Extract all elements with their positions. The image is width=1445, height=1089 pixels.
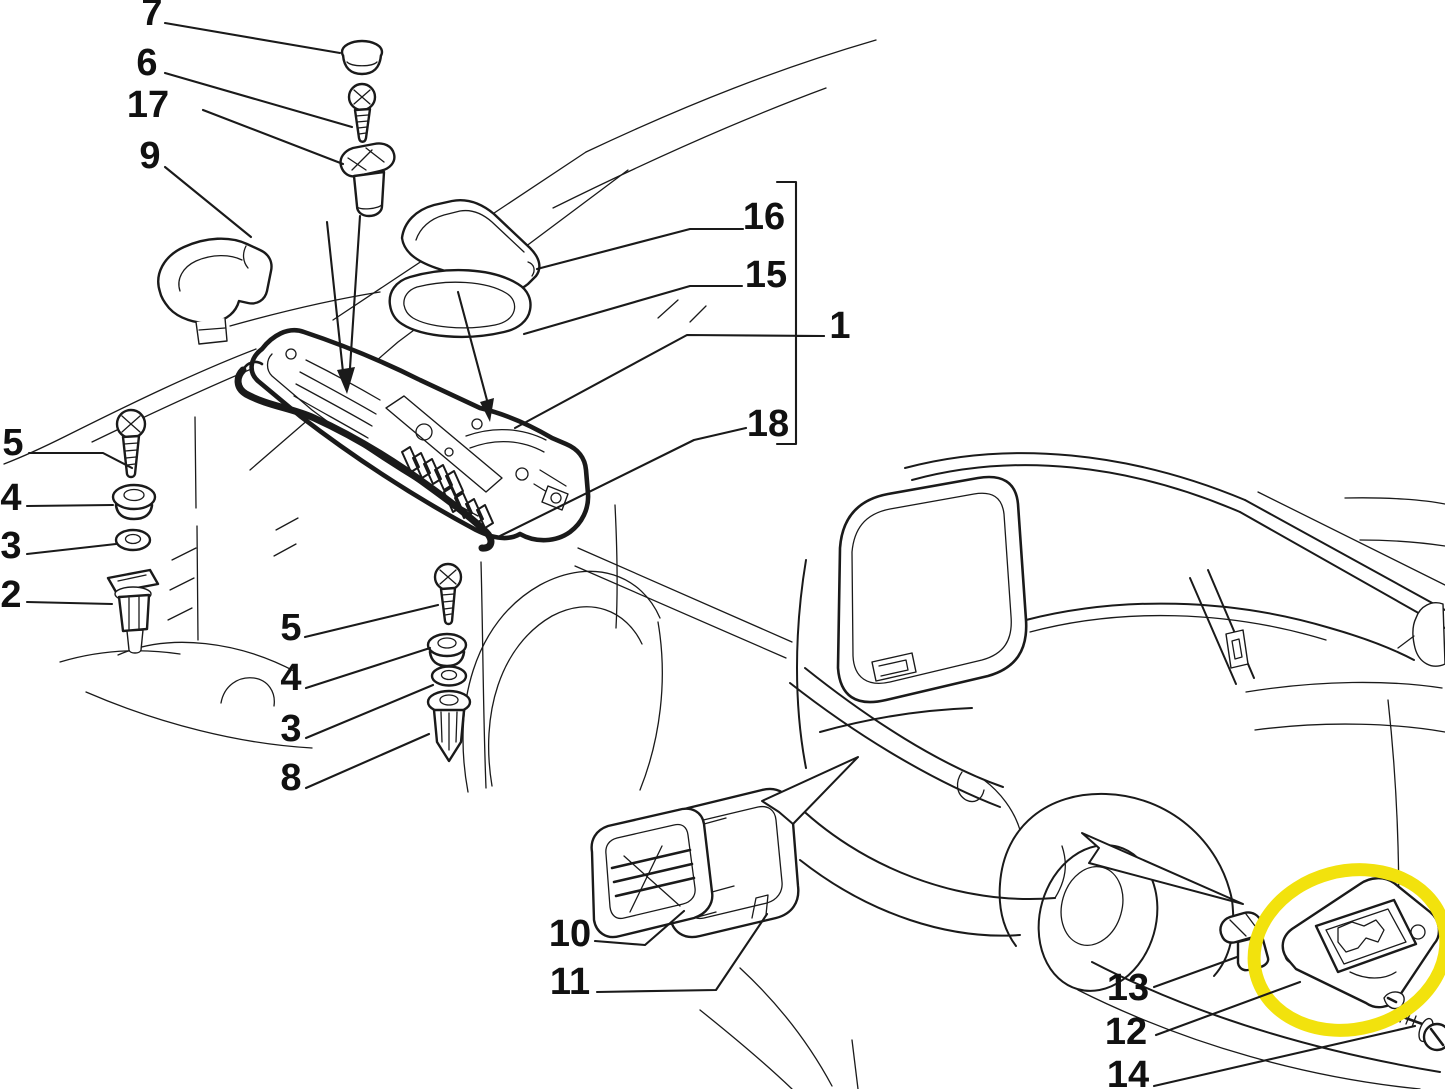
callout-11: 11 <box>550 961 590 1003</box>
callout-6: 6 <box>136 42 157 84</box>
callout-labels: 7 6 17 9 16 15 1 18 5 4 3 2 5 4 3 8 10 1… <box>0 0 1149 1089</box>
part-clip-2 <box>106 568 160 654</box>
vent-group <box>590 787 800 939</box>
part-cowl-panel-1 <box>249 327 591 543</box>
callout-16: 16 <box>743 196 785 238</box>
part-clip-17 <box>339 142 396 218</box>
left-fastener-column <box>106 408 160 654</box>
callout-3-left: 3 <box>0 525 21 567</box>
arrow-vent-to-hatch <box>761 756 859 825</box>
callout-5-mid: 5 <box>280 607 301 649</box>
part-outlet-valve-12 <box>1281 877 1441 1010</box>
callout-14: 14 <box>1107 1054 1149 1089</box>
location-arrows <box>761 756 1244 905</box>
part-air-vent-10 <box>590 807 735 939</box>
callout-4-mid: 4 <box>280 657 301 699</box>
callout-7: 7 <box>141 0 162 34</box>
part-cap-7 <box>340 39 384 76</box>
group-bracket <box>775 180 798 446</box>
top-fastener-group <box>157 39 396 345</box>
callout-5-left: 5 <box>2 422 23 464</box>
callout-2: 2 <box>0 574 21 616</box>
callout-18: 18 <box>747 403 789 445</box>
mid-fastener-column <box>426 562 472 763</box>
cowl-assembly <box>234 199 591 552</box>
part-weatherstrip-18 <box>234 360 495 552</box>
part-washer-3-mid <box>430 665 468 687</box>
callout-3-mid: 3 <box>280 708 301 750</box>
highlight-ellipse <box>1247 863 1445 1037</box>
part-screw-14 <box>1398 1011 1445 1052</box>
callout-17: 17 <box>127 84 169 126</box>
part-screw-5-left <box>115 408 147 479</box>
part-grommet-4-left <box>111 483 157 521</box>
callout-8: 8 <box>280 757 301 799</box>
arrow-wheel-to-valve <box>1081 832 1244 905</box>
callout-15: 15 <box>745 254 787 296</box>
callout-9: 9 <box>139 135 160 177</box>
mounting-arrows <box>325 214 494 422</box>
part-screw-6 <box>347 82 377 143</box>
callout-1: 1 <box>829 305 850 347</box>
part-rivet-8 <box>426 689 472 763</box>
part-duct-9 <box>157 237 273 345</box>
part-washer-3-left <box>114 528 152 552</box>
tail-parts-group <box>1219 863 1445 1052</box>
leader-lines <box>25 21 1417 1088</box>
part-grommet-4-mid <box>426 632 468 668</box>
callout-13: 13 <box>1107 967 1149 1009</box>
callout-10: 10 <box>549 913 591 955</box>
callout-12: 12 <box>1105 1011 1147 1053</box>
callout-4-left: 4 <box>0 477 21 519</box>
part-screw-5-mid <box>433 562 463 626</box>
rear-car-sketch <box>699 452 1445 1089</box>
